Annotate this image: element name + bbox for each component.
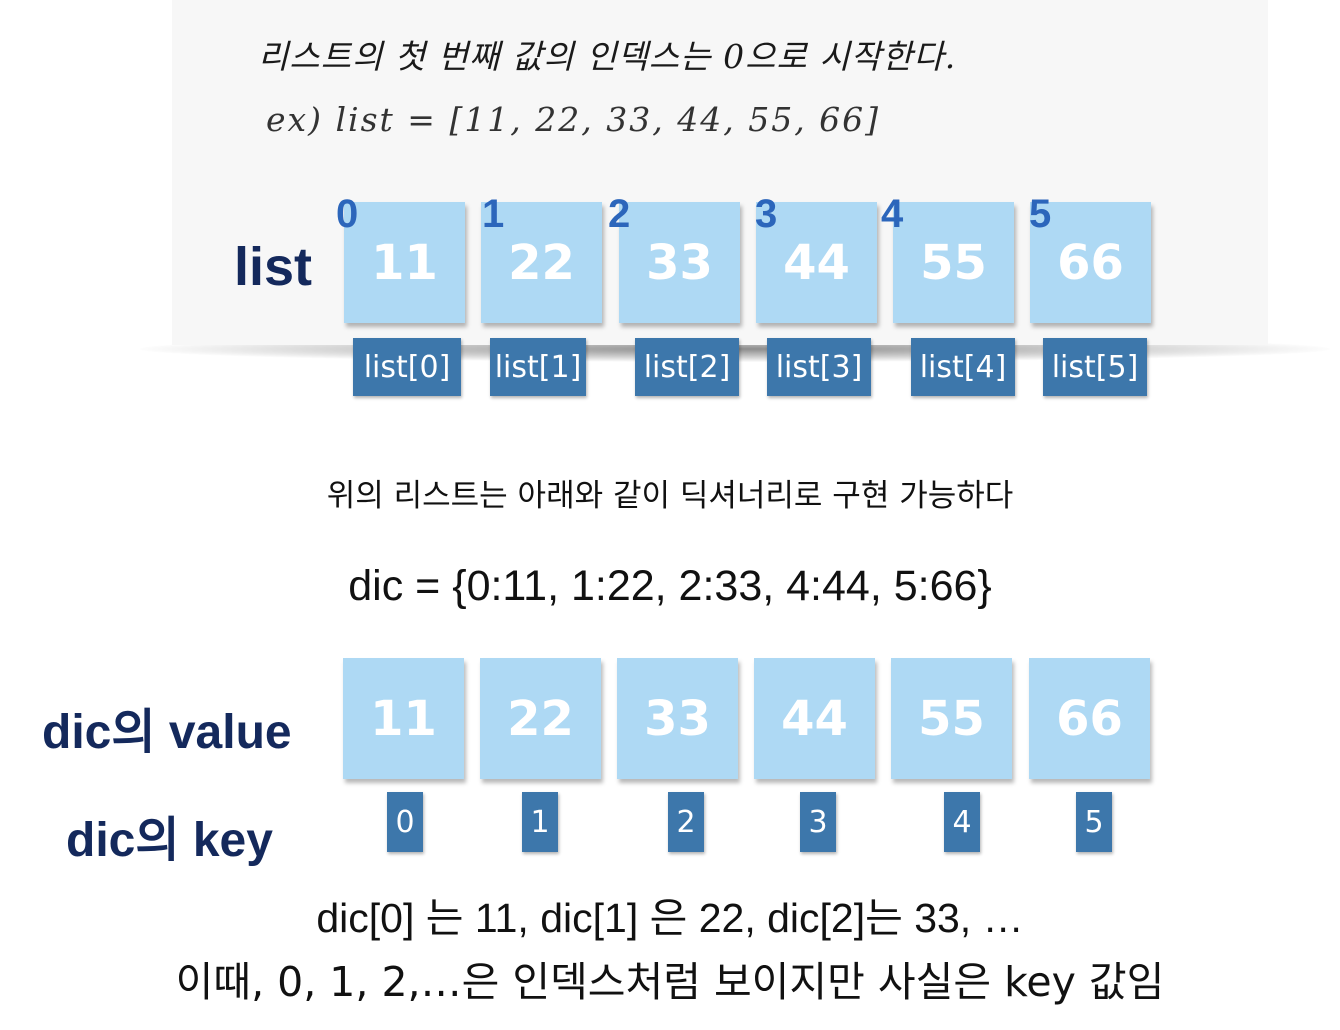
list-accessor-tag: list[2] — [635, 338, 739, 396]
list-index-label: 5 — [1029, 192, 1052, 236]
dic-key-tag: 0 — [387, 792, 423, 852]
explanation-line-1: dic[0] 는 11, dic[1] 은 22, dic[2]는 33, … — [316, 895, 1024, 941]
dic-value-box: 55 — [891, 658, 1012, 779]
list-accessor-tag: list[1] — [490, 338, 586, 396]
dic-key-tag: 3 — [800, 792, 836, 852]
dic-key-tag: 4 — [944, 792, 980, 852]
dict-expression: dic = {0:11, 1:22, 2:33, 4:44, 5:66} — [348, 562, 992, 610]
list-accessor-tag: list[0] — [353, 338, 461, 396]
list-value-box: 33 — [619, 202, 740, 323]
list-value-box: 55 — [893, 202, 1014, 323]
list-value-box: 22 — [481, 202, 602, 323]
dic-value-label: dic의 value — [42, 706, 292, 759]
list-value-box: 66 — [1030, 202, 1151, 323]
list-label: list — [234, 237, 313, 297]
dic-key-label: dic의 key — [66, 814, 273, 867]
dic-value-box: 33 — [617, 658, 738, 779]
list-value-box: 11 — [344, 202, 465, 323]
dic-key-tag: 5 — [1076, 792, 1112, 852]
note-line-2: ex) list = [11, 22, 33, 44, 55, 66] — [266, 100, 881, 139]
list-index-label: 1 — [482, 192, 505, 236]
dic-value-box: 11 — [343, 658, 464, 779]
list-index-label: 2 — [608, 192, 631, 236]
list-index-label: 4 — [881, 192, 904, 236]
explanation-line-2: 이때, 0, 1, 2,…은 인덱스처럼 보이지만 사실은 key 값임 — [175, 958, 1165, 1006]
dic-value-box: 44 — [754, 658, 875, 779]
list-index-label: 0 — [336, 192, 359, 236]
dic-value-box: 22 — [480, 658, 601, 779]
list-accessor-tag: list[4] — [911, 338, 1015, 396]
list-accessor-tag: list[3] — [767, 338, 871, 396]
dic-key-tag: 1 — [522, 792, 558, 852]
dic-value-box: 66 — [1029, 658, 1150, 779]
caption: 위의 리스트는 아래와 같이 딕셔너리로 구현 가능하다 — [326, 478, 1014, 514]
list-index-label: 3 — [755, 192, 778, 236]
list-value-box: 44 — [756, 202, 877, 323]
list-accessor-tag: list[5] — [1043, 338, 1147, 396]
note-line-1: 리스트의 첫 번째 값의 인덱스는 0으로 시작한다. — [258, 37, 957, 76]
dic-key-tag: 2 — [668, 792, 704, 852]
